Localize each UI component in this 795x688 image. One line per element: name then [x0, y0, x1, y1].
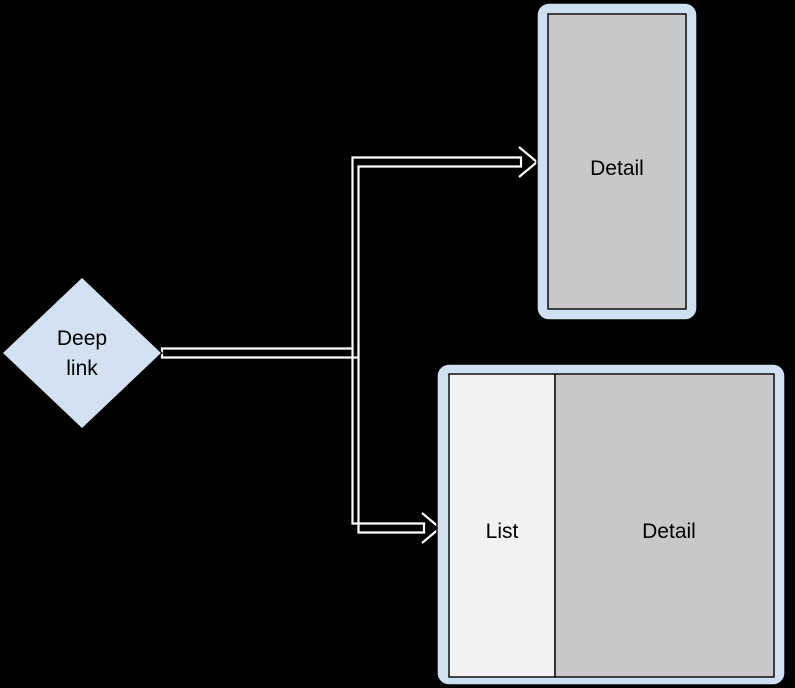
- tablet-detail-pane[interactable]: [554, 373, 775, 678]
- node-phone-detail[interactable]: Detail: [536, 2, 698, 321]
- phone-detail-screen: [547, 13, 687, 310]
- edge-deeplink-to-detail[interactable]: [160, 146, 539, 359]
- tablet-list-label: List: [486, 520, 519, 543]
- deep-link-label-line-1: Deep: [57, 327, 107, 350]
- deep-link-diamond-shape: [0, 276, 164, 430]
- tablet-detail-label: Detail: [642, 520, 696, 543]
- node-deep-link[interactable]: Deep link: [0, 276, 164, 430]
- edge-deeplink-to-list-detail-stem: [351, 348, 426, 534]
- edge-deeplink-to-list-detail[interactable]: [351, 348, 442, 544]
- deep-link-label-line-2: link: [66, 357, 98, 380]
- node-tablet-list-detail[interactable]: List Detail: [436, 363, 786, 686]
- connector-group: [160, 146, 539, 544]
- edge-deeplink-to-detail-stem: [160, 156, 523, 359]
- phone-detail-label: Detail: [590, 157, 644, 180]
- tablet-list-pane[interactable]: [448, 373, 556, 678]
